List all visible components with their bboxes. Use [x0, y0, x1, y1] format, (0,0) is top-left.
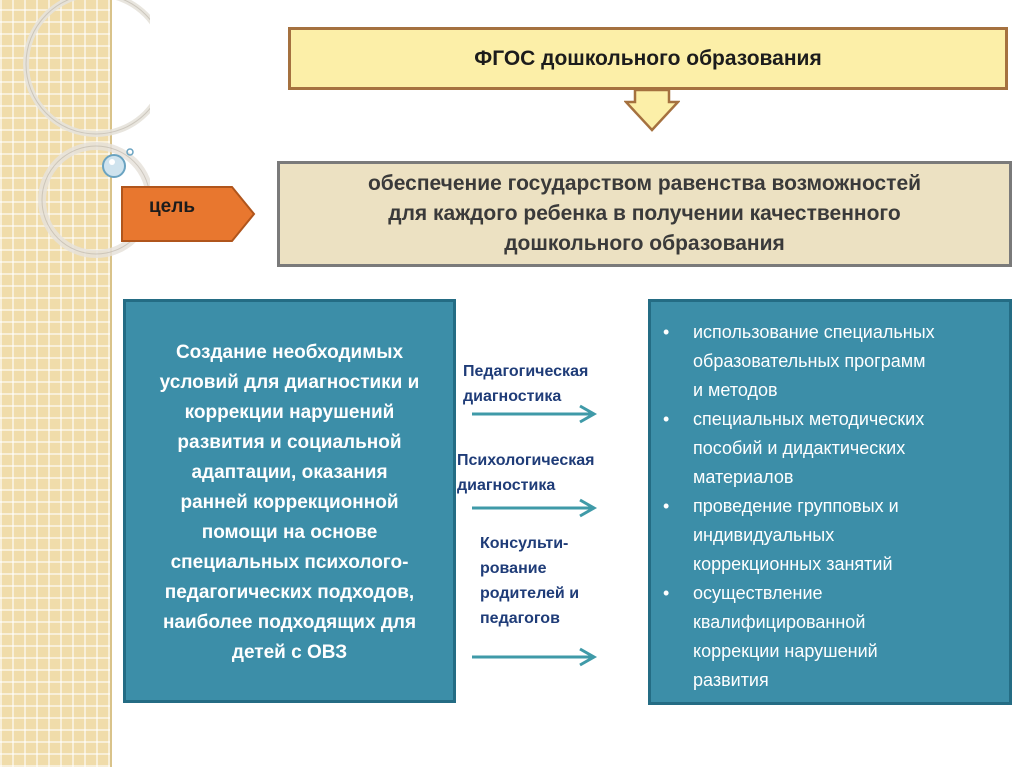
decorative-side-strip	[0, 0, 110, 767]
arrow-psychological	[472, 498, 598, 518]
arrow-consulting	[472, 647, 598, 667]
arrow-pedagogical	[472, 404, 598, 424]
measure-item: осуществление квалифицированной коррекци…	[663, 579, 999, 695]
measure-item: использование специальных образовательны…	[663, 318, 999, 405]
page-title: ФГОС дошкольного образования	[474, 46, 822, 70]
title-box: ФГОС дошкольного образования	[288, 27, 1008, 90]
conditions-box: Создание необходимых условий для диагнос…	[123, 299, 456, 703]
link-label-psychological: Психологическая диагностика	[457, 452, 595, 494]
measure-item: специальных методических пособий и дидак…	[663, 405, 999, 492]
link-label-pedagogical: Педагогическая диагностика	[463, 363, 589, 405]
goal-tag-label: цель	[149, 196, 195, 217]
decorative-rings	[23, 0, 150, 258]
measure-item: проведение групповых и индивидуальных ко…	[663, 492, 999, 579]
measures-list: использование специальных образовательны…	[663, 318, 999, 695]
goal-tag	[121, 186, 256, 242]
side-divider	[110, 0, 112, 767]
link-label-consulting: Консульти- рование родителей и педагогов	[480, 535, 580, 627]
goal-box: обеспечение государством равенства возмо…	[277, 161, 1012, 267]
down-arrow	[624, 88, 680, 132]
measures-box: использование специальных образовательны…	[648, 299, 1012, 705]
